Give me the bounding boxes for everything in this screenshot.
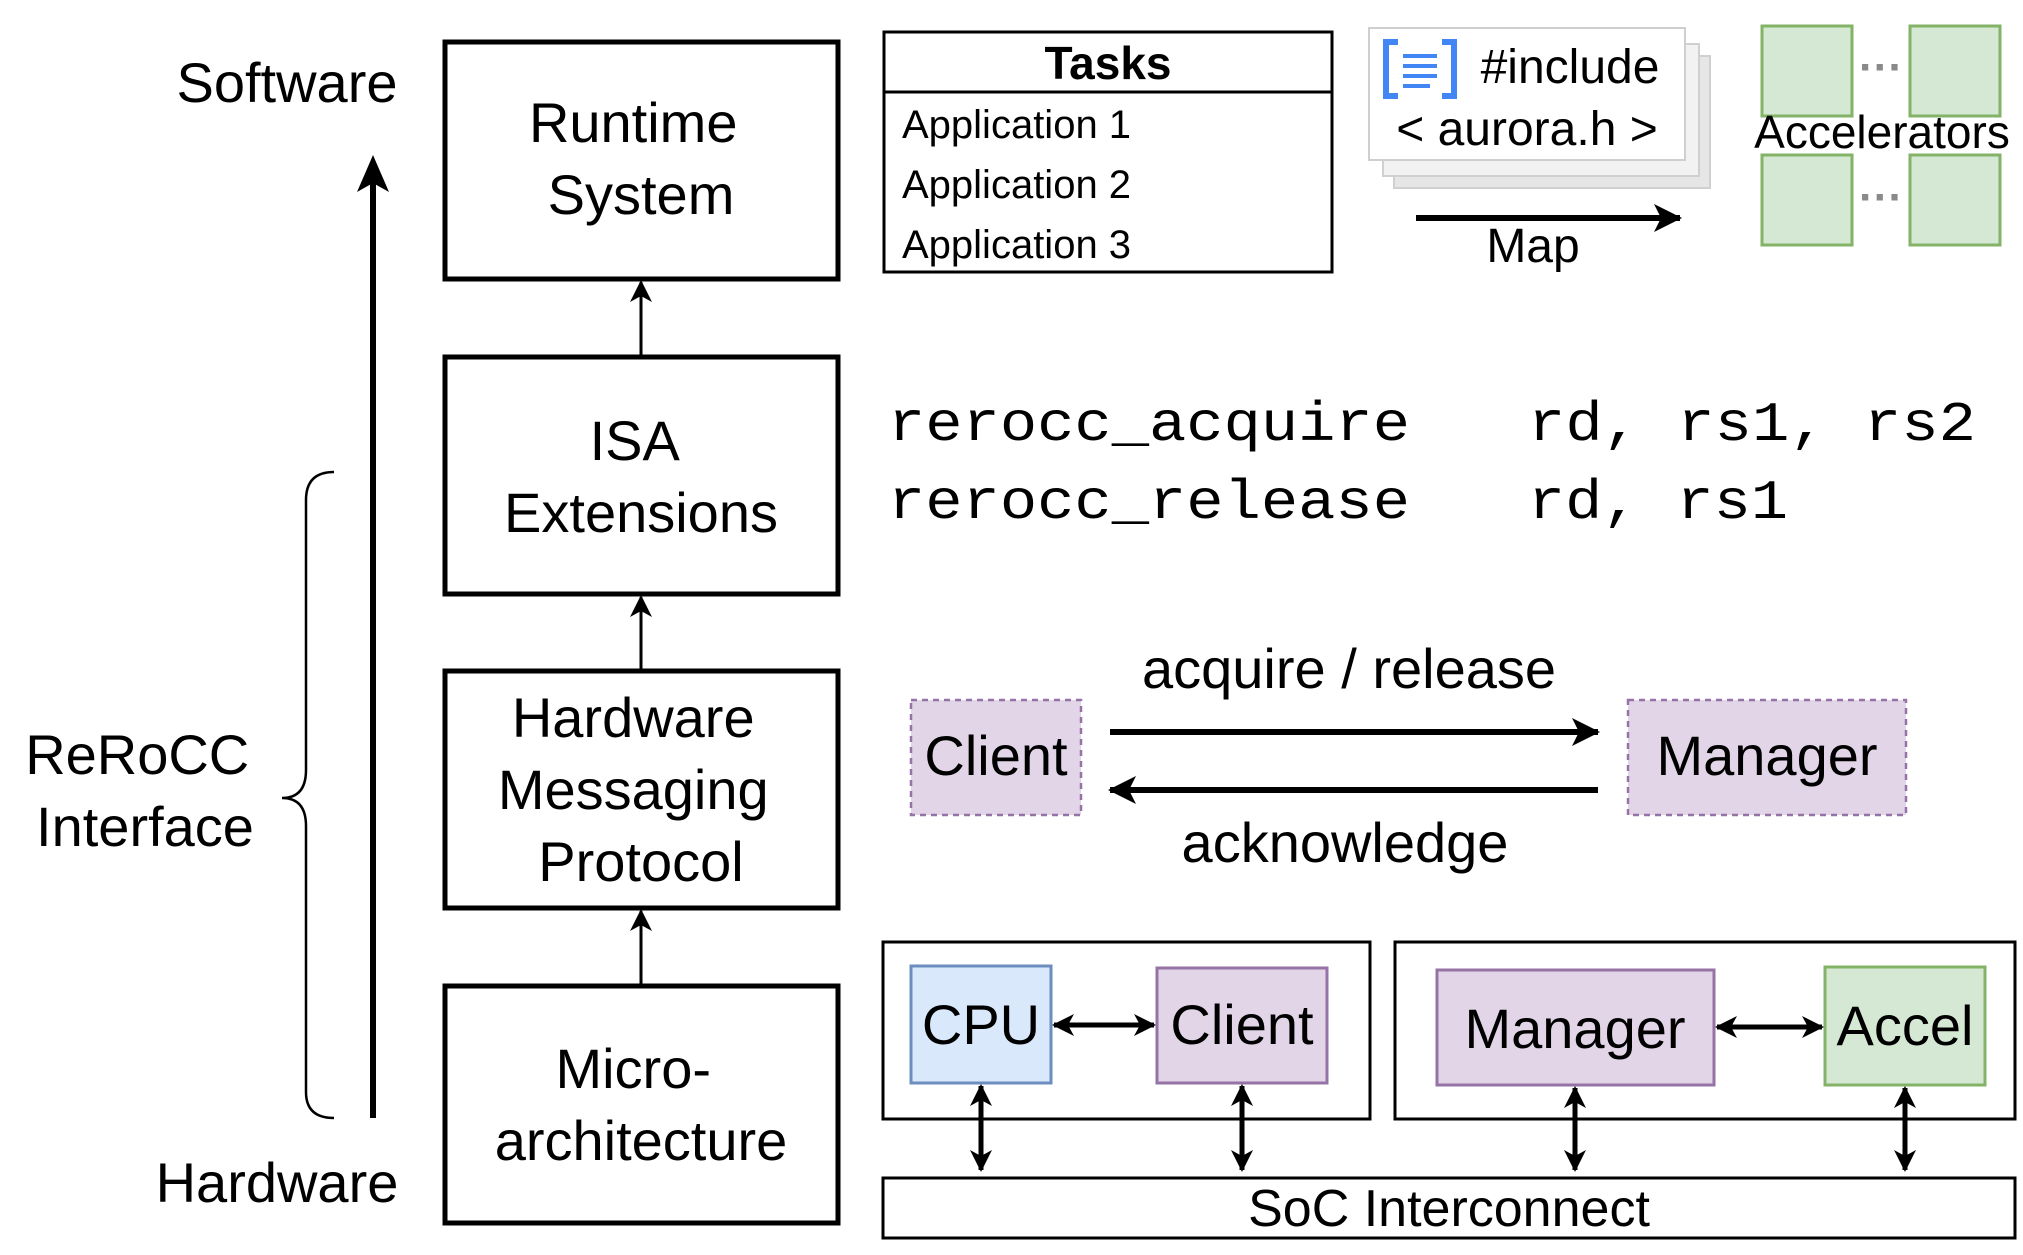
soc-client-box — [1155, 966, 1329, 1085]
request-label: acquire / release — [1142, 637, 1556, 700]
cpu-box — [909, 964, 1053, 1085]
runtime-label-line2: System — [548, 163, 735, 226]
isa-label-line2: Extensions — [504, 481, 778, 544]
software-hardware-axis-arrow — [357, 155, 389, 1118]
layer-hardware-messaging-protocol: Hardware Messaging Protocol — [442, 668, 841, 911]
accelerators-grid: ··· ··· Accelerators — [1754, 24, 2010, 247]
svg-text:ISA Extensions: ISA Extensions — [504, 409, 778, 544]
layer-microarchitecture: Micro- architecture — [442, 983, 841, 1226]
code-document-stack: #include < aurora.h > — [1368, 27, 1711, 189]
soc-client-label: Client — [1170, 993, 1314, 1056]
include-header-file: < aurora.h > — [1396, 103, 1658, 156]
accelerator-tile — [1760, 24, 1854, 118]
messaging-label-line3: Protocol — [538, 830, 743, 893]
rerocc-label-line1: ReRoCC — [25, 723, 249, 786]
micro-label-line1: Micro- — [555, 1037, 711, 1100]
accelerator-tile — [1908, 153, 2002, 247]
hardware-label: Hardware — [156, 1151, 399, 1214]
layer-runtime-system: Runtime System — [442, 39, 841, 282]
runtime-label-line1: Runtime — [529, 91, 738, 154]
rerocc-label-line2: Interface — [36, 795, 254, 858]
soc-manager-label: Manager — [1464, 997, 1685, 1060]
micro-label-line2: architecture — [495, 1109, 788, 1172]
accel-box — [1823, 965, 1987, 1087]
task-item: Application 2 — [902, 163, 1131, 207]
instruction-release-args: rd, rs1 — [1528, 471, 1788, 535]
response-label: acknowledge — [1182, 811, 1509, 874]
soc-manager-box — [1435, 968, 1716, 1087]
soc-manager-tile: Manager Accel — [1393, 940, 2017, 1121]
accelerator-ellipsis: ··· — [1859, 43, 1903, 92]
cpu-label: CPU — [922, 993, 1040, 1056]
tasks-table: Tasks Application 1 Application 2 Applic… — [882, 30, 1334, 274]
include-directive: #include — [1481, 41, 1660, 94]
svg-text:Runtime System: Runtime System — [529, 91, 753, 226]
svg-text:Hardware Messaging: Hardware Messaging Protocol — [498, 686, 784, 893]
soc-client-tile: CPU Client — [881, 940, 1372, 1121]
protocol-client-label: Client — [924, 724, 1068, 787]
accelerators-label: Accelerators — [1754, 106, 2010, 158]
soc-interconnect-label: SoC Interconnect — [1248, 1180, 1650, 1238]
tasks-header: Tasks — [1044, 37, 1171, 89]
isa-instruction-list: rerocc_acquire rd, rs1, rs2 rerocc_relea… — [888, 393, 1976, 535]
rerocc-interface-label: ReRoCC Interface — [25, 723, 265, 858]
messaging-label-line2: Messaging — [498, 758, 769, 821]
layer-isa-extensions: ISA Extensions — [442, 354, 841, 597]
protocol-client-box: Client — [909, 698, 1083, 817]
accelerator-tile — [1760, 153, 1854, 247]
task-item: Application 3 — [902, 223, 1131, 267]
accelerator-tile — [1908, 24, 2002, 118]
protocol-manager-box: Manager — [1626, 698, 1908, 817]
instruction-acquire-op: rerocc_acquire — [888, 393, 1410, 457]
instruction-acquire-args: rd, rs1, rs2 — [1528, 393, 1976, 457]
map-label: Map — [1486, 220, 1579, 273]
protocol-manager-label: Manager — [1656, 724, 1877, 787]
software-label: Software — [177, 51, 398, 114]
messaging-label-line1: Hardware — [512, 686, 755, 749]
instruction-release-op: rerocc_release — [888, 471, 1410, 535]
task-item: Application 1 — [902, 103, 1131, 147]
svg-text:Micro- architecture: Micro- architecture — [495, 1037, 788, 1172]
document-icon — [1383, 39, 1457, 99]
soc-interconnect-bar: SoC Interconnect — [881, 1176, 2017, 1240]
accelerator-ellipsis: ··· — [1859, 173, 1903, 222]
isa-label-line1: ISA — [590, 409, 681, 472]
accel-label: Accel — [1837, 994, 1974, 1057]
rerocc-brace — [281, 470, 335, 1120]
